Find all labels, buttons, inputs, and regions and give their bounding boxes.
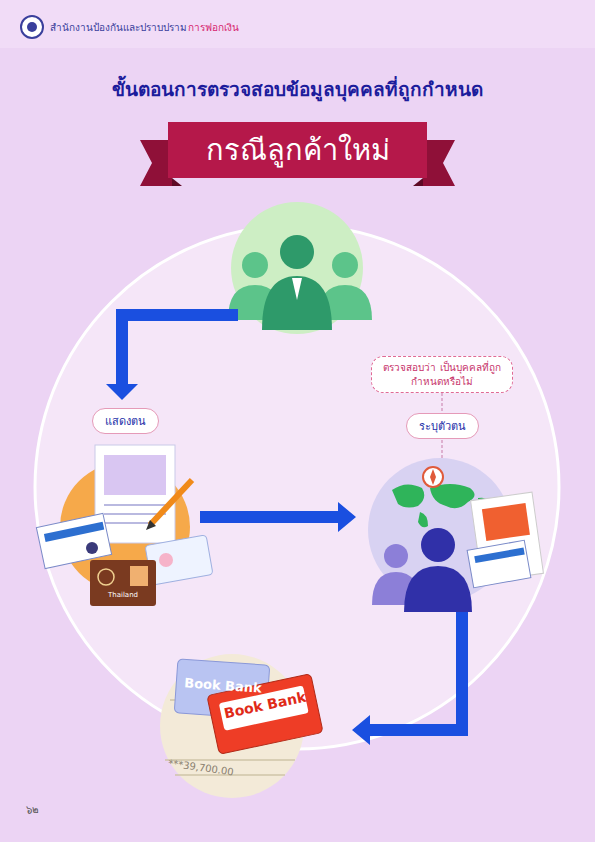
step-pill: ระบุตัวตน [406, 413, 479, 439]
identity-icon [368, 458, 543, 612]
page-number: ๖๒ [26, 802, 39, 817]
org-name-highlight: การฟอกเงิน [188, 20, 239, 35]
page-title: ขั้นตอนการตรวจสอบข้อมูลบุคคลที่ถูกกำหนด [0, 74, 595, 104]
bankbook-icon [160, 654, 323, 798]
logo [21, 16, 43, 38]
leader-connector [442, 393, 443, 413]
cycle-circle [35, 225, 559, 749]
org-name: สำนักงานป้องกันและปราบปราม [50, 20, 187, 35]
header-band [0, 0, 595, 48]
node-text: แสดงตน [105, 412, 146, 430]
leader-line [442, 440, 443, 460]
step-pill: แสดงตน [92, 408, 159, 434]
callout-box: ตรวจสอบว่า เป็นบุคคลที่ถูกกำหนดหรือไม่ [371, 356, 513, 393]
customers-icon [228, 202, 372, 334]
ribbon-band: กรณีลูกค้าใหม่ [168, 122, 427, 178]
node-text: ตรวจสอบว่า เป็นบุคคลที่ถูกกำหนดหรือไม่ [382, 361, 502, 388]
node-text: กรณีลูกค้าใหม่ [206, 127, 390, 173]
documents-icon [36, 445, 213, 606]
connector-line [442, 393, 443, 413]
node-text: ระบุตัวตน [419, 417, 466, 435]
passport-text: Thailand [95, 591, 151, 599]
